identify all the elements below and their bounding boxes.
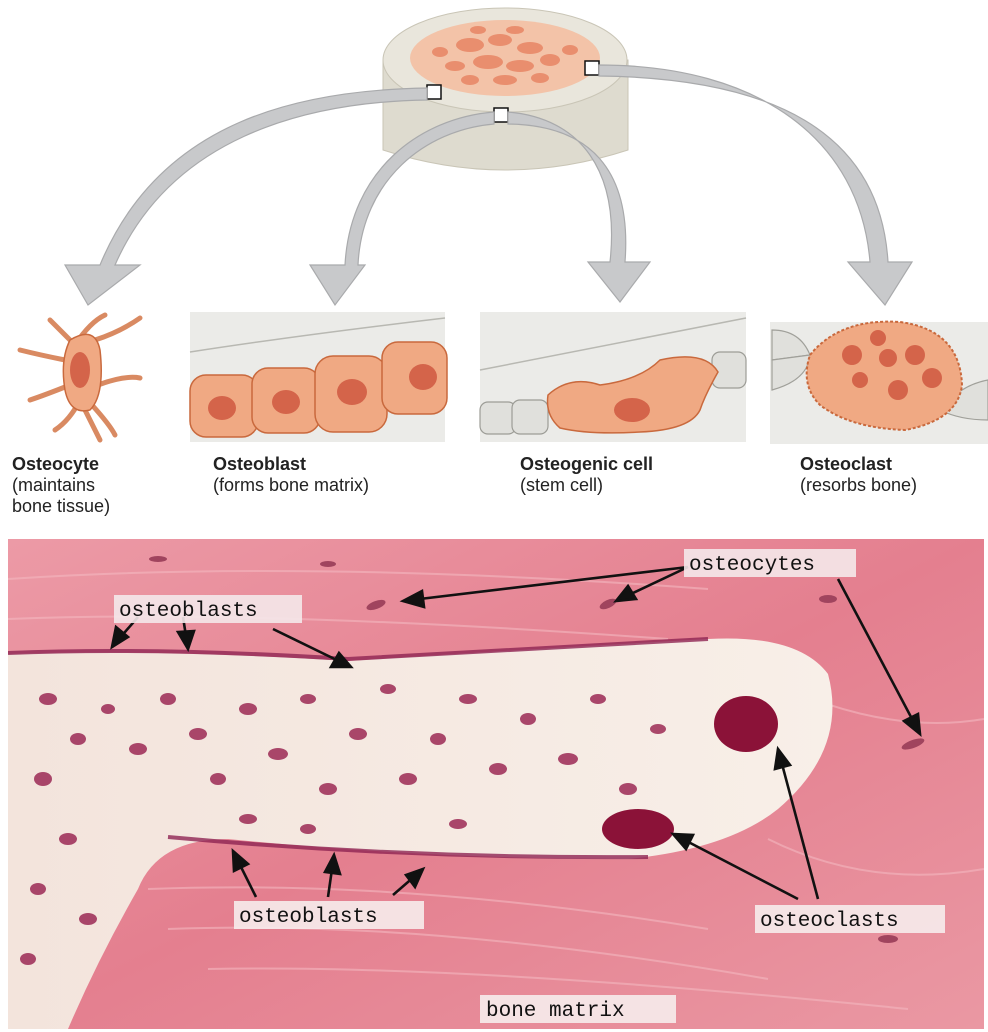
- cell-description: (resorbs bone): [800, 475, 985, 496]
- cell-description: (maintains bone tissue): [12, 475, 192, 517]
- arrow-to-osteoclast: [599, 65, 912, 305]
- osteoclasts-label: osteoclasts: [760, 910, 899, 933]
- osteogenic-cell-illustration: [480, 312, 746, 442]
- osteoclast-cell: [714, 696, 778, 752]
- cell-name: Osteocyte: [12, 454, 192, 475]
- osteoblast-caption: Osteoblast (forms bone matrix): [213, 454, 453, 496]
- osteocyte-illustration: [20, 315, 140, 440]
- cell-description: (stem cell): [520, 475, 740, 496]
- bone-cell-diagram: [0, 0, 988, 530]
- osteocyte-caption: Osteocyte (maintains bone tissue): [12, 454, 192, 517]
- bone-micrograph: osteocytes osteoblasts osteoblasts osteo…: [8, 539, 984, 1029]
- osteoclast-cell: [602, 809, 674, 849]
- osteogenic-cell-caption: Osteogenic cell (stem cell): [520, 454, 740, 496]
- osteoblasts-top-label: osteoblasts: [119, 600, 258, 623]
- osteoblasts-bottom-label: osteoblasts: [239, 906, 378, 929]
- cell-description: (forms bone matrix): [213, 475, 453, 496]
- osteocytes-label: osteocytes: [689, 554, 815, 577]
- osteoclast-illustration: [770, 322, 988, 444]
- cell-name: Osteoclast: [800, 454, 985, 475]
- bone-matrix-label: bone matrix: [486, 1000, 625, 1023]
- osteoclast-caption: Osteoclast (resorbs bone): [800, 454, 985, 496]
- cell-name: Osteogenic cell: [520, 454, 740, 475]
- osteoblast-illustration: [190, 312, 447, 442]
- cell-name: Osteoblast: [213, 454, 453, 475]
